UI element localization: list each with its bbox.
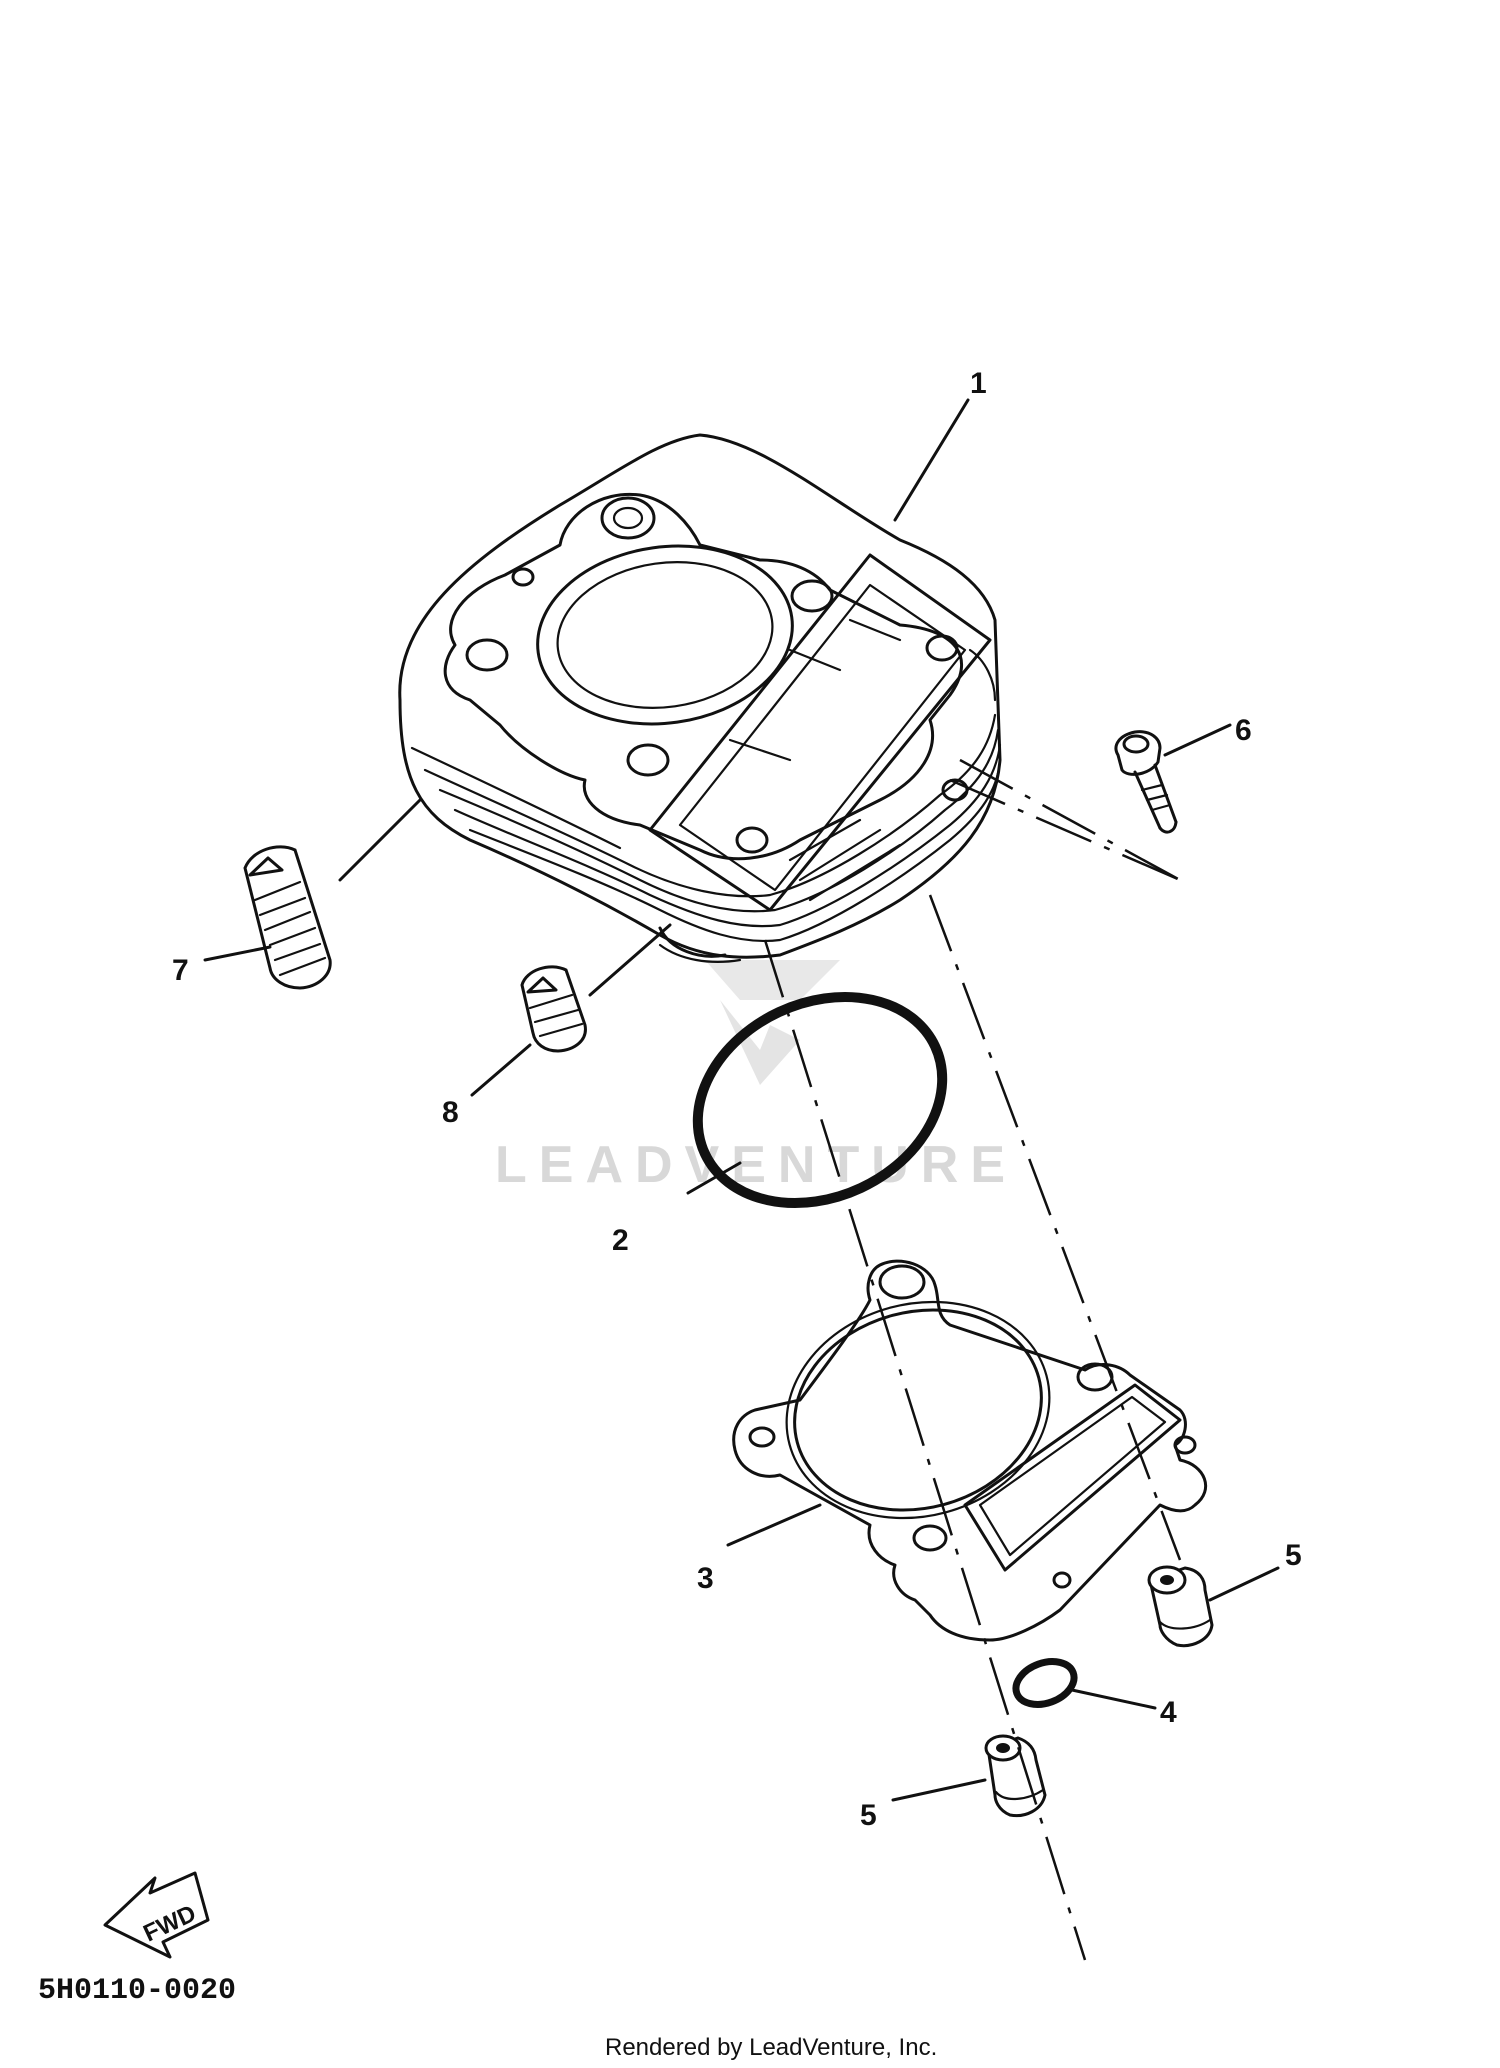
leader-lines xyxy=(203,398,1280,1802)
fwd-arrow-icon: FWD xyxy=(103,1871,210,1959)
dowel-pin-part-5a[interactable] xyxy=(1147,1565,1214,1648)
bolt-part-6[interactable] xyxy=(1114,730,1178,834)
callout-2: 2 xyxy=(612,1224,629,1257)
diagram-code: 5H0110-0020 xyxy=(38,1974,236,2008)
stud-bolt-part-7[interactable] xyxy=(243,845,332,990)
callout-1: 1 xyxy=(970,367,987,400)
callout-5b: 5 xyxy=(860,1799,877,1832)
callout-5a: 5 xyxy=(1285,1539,1302,1572)
stud-bolt-part-8[interactable] xyxy=(520,965,587,1053)
callout-labels: 1 2 3 4 5 5 6 7 8 xyxy=(172,367,1302,1832)
small-o-ring-part-4[interactable] xyxy=(1010,1654,1080,1712)
alignment-lines xyxy=(763,758,1182,1961)
callout-6: 6 xyxy=(1235,714,1252,747)
cylinder-gasket-part-3[interactable] xyxy=(732,1259,1208,1642)
callout-8: 8 xyxy=(442,1096,459,1129)
cylinder-part-1[interactable] xyxy=(398,433,1002,963)
footer-credit: Rendered by LeadVenture, Inc. xyxy=(605,2034,937,2061)
dowel-pin-part-5b[interactable] xyxy=(984,1734,1047,1818)
fwd-label: FWD xyxy=(139,1900,200,1948)
watermark-text: LEADVENTURE xyxy=(495,1136,1017,1194)
callout-4: 4 xyxy=(1160,1696,1177,1729)
callout-3: 3 xyxy=(697,1562,714,1595)
callout-7: 7 xyxy=(172,954,189,987)
o-ring-part-2[interactable] xyxy=(664,958,976,1241)
